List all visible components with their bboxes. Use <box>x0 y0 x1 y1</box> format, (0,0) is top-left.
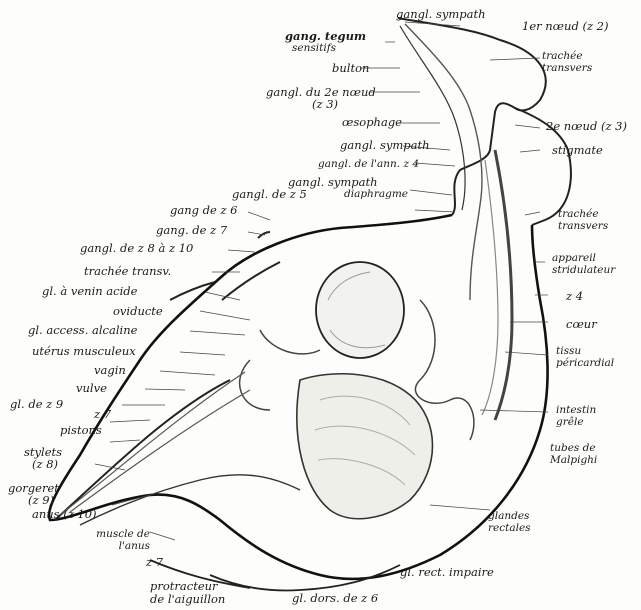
label-oviducte: oviducte <box>113 305 163 317</box>
label-deuxieme-noeud: 2e nœud (z 3) <box>546 120 627 132</box>
label-premier-noeud: 1er nœud (z 2) <box>522 20 608 32</box>
label-appareil-stridulateur: appareil stridulateur <box>552 252 627 276</box>
label-bulton: bulton <box>332 62 369 74</box>
label-gangl-sympath-mid: gangl. sympath <box>340 139 430 151</box>
label-gl-de-z9: gl. de z 9 <box>10 398 63 410</box>
label-gangl-z8-z10: gangl. de z 8 à z 10 <box>80 242 193 254</box>
label-anus-z10: anus (z 10) <box>32 508 97 520</box>
label-z7-bottom: z 7 <box>146 556 163 568</box>
label-gang-tegum: gang. tegum <box>285 30 366 42</box>
label-gl-dors-z6: gl. dors. de z 6 <box>292 592 378 604</box>
label-gang-de-z7: gang. de z 7 <box>156 224 227 236</box>
label-uterus-musculeux: utérus musculeux <box>32 345 136 357</box>
label-coeur: cœur <box>566 318 597 330</box>
label-gl-access-alcaline: gl. access. alcaline <box>28 324 137 336</box>
label-oesophage: œsophage <box>342 116 402 128</box>
label-muscle-anus: muscle de l'anus <box>78 528 150 552</box>
label-z8: (z 8) <box>32 458 58 470</box>
label-z3-left: (z 3) <box>312 98 338 110</box>
label-gangl-ann-z4: gangl. de l'ann. z 4 <box>318 158 419 170</box>
label-aiguillon: de l'aiguillon <box>150 593 225 605</box>
label-gang-de-z6: gang de z 6 <box>170 204 238 216</box>
label-intestin-grele: intestin grêle <box>556 404 616 428</box>
label-vulve: vulve <box>76 382 107 394</box>
label-gl-venin-acide: gl. à venin acide <box>42 285 137 297</box>
label-diaphragme: diaphragme <box>344 188 408 200</box>
label-pistons: pistons <box>60 424 102 436</box>
label-tubes-malpighi: tubes de Malpighi <box>550 442 620 466</box>
heart-vessel-inner <box>482 160 498 415</box>
lower-sac <box>297 374 433 519</box>
label-sensitifs: sensitifs <box>292 42 336 54</box>
label-trachee-transv-left: trachée transv. <box>84 265 171 277</box>
label-gangl-de-z5: gangl. de z 5 <box>232 188 307 200</box>
label-z9: (z 9) <box>28 494 54 506</box>
crop-sphere <box>316 262 404 358</box>
label-gangl-sympath-top: gangl. sympath <box>396 8 486 20</box>
label-vagin: vagin <box>94 364 126 376</box>
label-trachee-transvers-right: trachée transvers <box>558 208 633 232</box>
label-gl-rect-impaire: gl. rect. impaire <box>400 566 494 578</box>
label-protracteur: protracteur <box>150 580 218 592</box>
label-z4-right: z 4 <box>566 290 583 302</box>
label-z7-left: z 7 <box>94 408 111 420</box>
label-tissu-pericardial: tissu péricardial <box>556 345 636 369</box>
label-stigmate: stigmate <box>552 144 603 156</box>
label-trachee-transvers-top: trachée transvers <box>542 50 612 74</box>
label-glandes-rectales: glandes rectales <box>488 510 558 534</box>
